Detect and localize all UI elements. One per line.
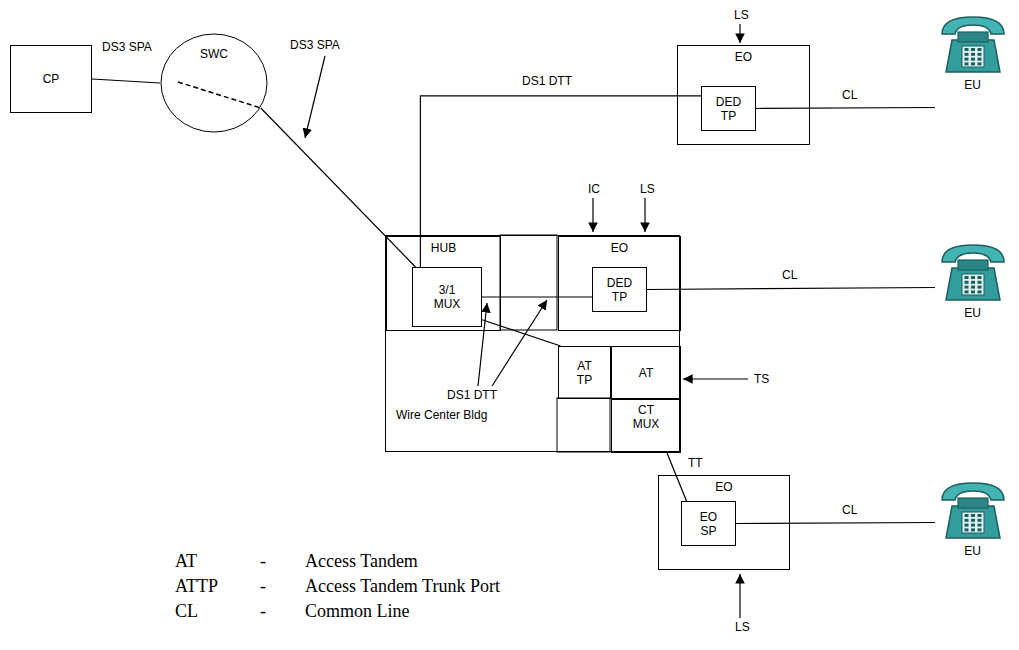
- phone-icon: EU: [935, 12, 1010, 112]
- swc-ellipse: SWC: [160, 33, 268, 133]
- hub-box: HUB 3/1 MUX: [386, 236, 501, 331]
- callout-arrow: [739, 24, 740, 43]
- callout-label: LS: [732, 8, 751, 22]
- access-tandem-box: AT: [611, 346, 681, 399]
- empty-cell: [500, 235, 557, 330]
- line-label: TT: [686, 456, 705, 470]
- trunk-line: [667, 453, 687, 501]
- legend-abbreviation: CL: [175, 601, 198, 622]
- node-label: EO: [611, 241, 628, 255]
- wire-center-building: Wire Center Bldg HUB 3/1 MUX EO DED TP AT TP A…: [385, 235, 680, 452]
- trunk-line: [92, 79, 160, 83]
- callout-arrow: [644, 198, 645, 232]
- trunk-line: [756, 108, 935, 109]
- callout-arrow: [305, 56, 325, 138]
- cp-box: CP: [10, 45, 92, 113]
- telephone-icon: [938, 12, 1008, 76]
- end-user-label: EU: [964, 78, 981, 92]
- node-label: HUB: [431, 241, 456, 255]
- ded-tp-box: DED TP: [592, 267, 647, 312]
- tandem-port-box: AT TP: [558, 346, 611, 399]
- node-label: CT MUX: [631, 403, 661, 431]
- node-label: CP: [43, 72, 60, 86]
- line-label: CL: [780, 268, 799, 282]
- node-label: DED TP: [605, 276, 635, 304]
- callout-label: DS1 DTT: [445, 388, 499, 402]
- legend-meaning: Access Tandem Trunk Port: [305, 576, 500, 597]
- line-label: DS3 SPA: [100, 40, 154, 54]
- callout-arrow: [592, 198, 593, 232]
- ded-tp-box: DED TP: [701, 86, 756, 131]
- end-office-box: EO EO SP: [658, 475, 790, 570]
- trunk-line: [647, 288, 935, 290]
- callout-arrow: [683, 378, 748, 379]
- line-label: DS1 DTT: [520, 74, 574, 88]
- node-label: EO: [735, 50, 752, 64]
- eo-sp-box: EO SP: [681, 501, 736, 546]
- end-user-label: EU: [964, 306, 981, 320]
- legend-meaning: Access Tandem: [305, 551, 418, 572]
- legend-abbreviation: AT: [175, 551, 197, 572]
- telephone-icon: [938, 240, 1008, 304]
- end-user-label: EU: [964, 544, 981, 558]
- node-label: EO SP: [694, 510, 724, 538]
- ct-mux-box: CT MUX: [611, 399, 681, 453]
- dashed-path: [178, 82, 261, 108]
- callout-label: LS: [638, 182, 657, 196]
- callout-label: LS: [733, 620, 752, 634]
- end-office-box: EO DED TP: [677, 45, 810, 145]
- node-label: AT TP: [570, 359, 600, 387]
- mux-box: 3/1 MUX: [412, 267, 482, 327]
- node-label: 3/1 MUX: [432, 283, 462, 311]
- legend-abbreviation: ATTP: [175, 576, 218, 597]
- callout-label: DS3 SPA: [288, 38, 342, 52]
- trunk-line: [261, 108, 416, 267]
- trunk-line: [420, 96, 701, 267]
- trunk-line: [482, 320, 561, 346]
- legend-dash: -: [260, 601, 266, 622]
- legend-dash: -: [260, 551, 266, 572]
- node-label: SWC: [200, 47, 228, 61]
- empty-cell: [557, 398, 610, 452]
- node-label: Wire Center Bldg: [396, 408, 487, 422]
- telephone-icon: [938, 478, 1008, 542]
- callout-label: IC: [586, 182, 602, 196]
- callout-arrow: [739, 574, 740, 618]
- trunk-line: [736, 523, 935, 524]
- phone-icon: EU: [935, 240, 1010, 340]
- callout-arrow: [478, 303, 487, 386]
- node-label: EO: [715, 480, 732, 494]
- node-label: DED TP: [714, 95, 744, 123]
- node-label: AT: [639, 366, 653, 380]
- legend-dash: -: [260, 576, 266, 597]
- trunk-line: [482, 296, 592, 297]
- line-label: CL: [840, 503, 859, 517]
- line-label: CL: [840, 88, 859, 102]
- legend-meaning: Common Line: [305, 601, 410, 622]
- callout-label: TS: [752, 372, 771, 386]
- end-office-box: EO DED TP: [558, 236, 681, 331]
- phone-icon: EU: [935, 478, 1010, 578]
